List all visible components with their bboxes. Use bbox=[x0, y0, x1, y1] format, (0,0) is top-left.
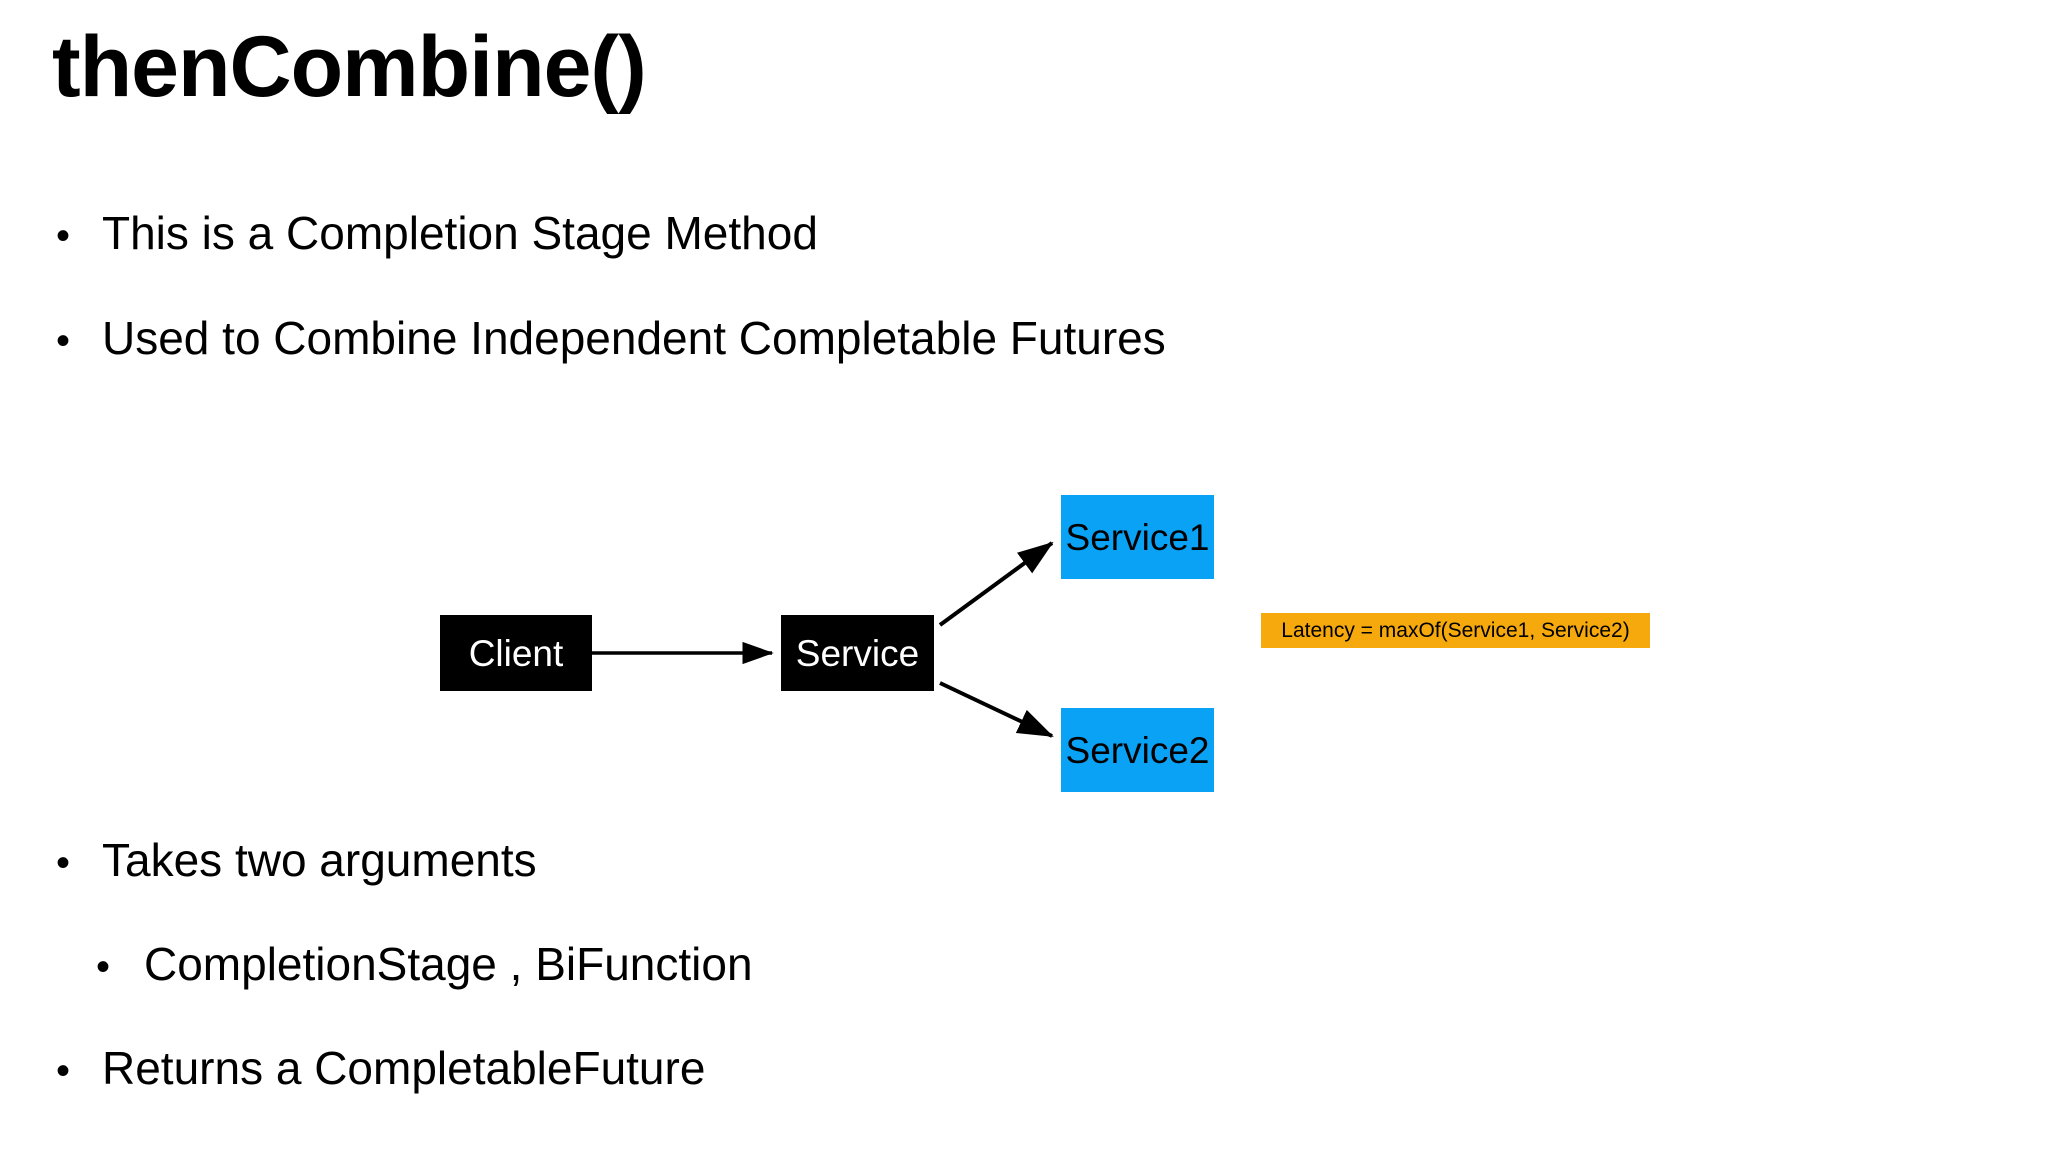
architecture-diagram: Client Service Service1 Service2 Latency… bbox=[0, 440, 2048, 840]
bullet-glyph-icon: • bbox=[56, 319, 71, 363]
bullet-label: CompletionStage , BiFunction bbox=[144, 938, 753, 990]
diagram-node-label: Service2 bbox=[1065, 729, 1210, 771]
page-title: thenCombine() bbox=[52, 19, 647, 115]
bullet-label: Takes two arguments bbox=[102, 834, 537, 886]
diagram-arrows bbox=[592, 541, 1054, 738]
bullet-item-5: • Returns a CompletableFuture bbox=[56, 1045, 705, 1091]
bullet-label: Returns a CompletableFuture bbox=[102, 1042, 706, 1094]
diagram-node-service: Service bbox=[781, 615, 934, 691]
bullet-item-3: • Takes two arguments bbox=[56, 837, 537, 883]
bullet-item-4-sub: • CompletionStage , BiFunction bbox=[96, 941, 753, 987]
bullet-label: This is a Completion Stage Method bbox=[102, 207, 818, 259]
bullet-glyph-icon: • bbox=[56, 1049, 71, 1093]
diagram-node-service1: Service1 bbox=[1061, 495, 1214, 579]
diagram-node-client: Client bbox=[440, 615, 592, 691]
diagram-node-label: Client bbox=[468, 632, 564, 674]
diagram-node-label: Service bbox=[795, 632, 920, 674]
bullet-glyph-icon: • bbox=[56, 841, 71, 885]
latency-annotation-label: Latency = maxOf(Service1, Service2) bbox=[1281, 619, 1630, 642]
edge-service-to-service1 bbox=[938, 541, 1054, 627]
bullet-label: Used to Combine Independent Completable … bbox=[102, 312, 1166, 364]
diagram-node-label: Service1 bbox=[1065, 516, 1210, 558]
latency-annotation: Latency = maxOf(Service1, Service2) bbox=[1261, 613, 1650, 648]
edge-service-to-service2 bbox=[939, 681, 1054, 738]
bullet-item-1: • This is a Completion Stage Method bbox=[56, 210, 818, 256]
diagram-node-service2: Service2 bbox=[1061, 708, 1214, 792]
bullet-item-2: • Used to Combine Independent Completabl… bbox=[56, 315, 1166, 361]
bullet-glyph-icon: • bbox=[96, 945, 111, 989]
bullet-glyph-icon: • bbox=[56, 214, 71, 258]
